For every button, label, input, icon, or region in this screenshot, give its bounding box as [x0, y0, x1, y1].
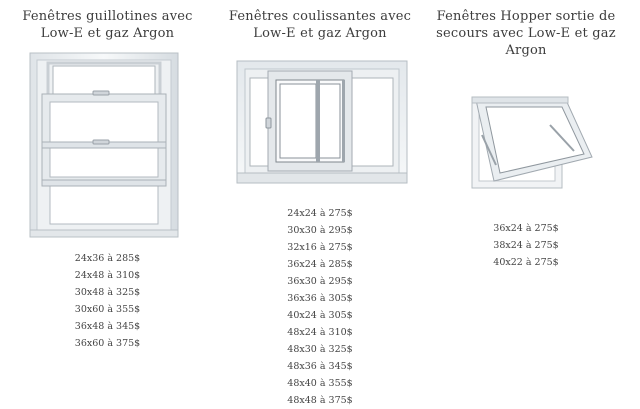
price-item: 36x60 à 375$ [74, 338, 141, 349]
price-item: 24x48 à 310$ [74, 270, 141, 281]
price-item: 48x36 à 345$ [287, 361, 353, 372]
price-item: 36x24 à 285$ [287, 259, 353, 270]
price-item: 30x30 à 295$ [287, 225, 353, 236]
price-item: 38x24 à 275$ [493, 240, 559, 251]
price-item: 48x30 à 325$ [287, 344, 353, 355]
price-item: 48x24 à 310$ [287, 327, 353, 338]
price-item: 48x40 à 355$ [287, 378, 353, 389]
price-item: 36x36 à 305$ [287, 293, 353, 304]
product-column-coulissante: Fenêtres coulissantes avec Low-E et gaz … [222, 0, 418, 406]
price-item: 30x48 à 325$ [74, 287, 141, 298]
price-item: 36x24 à 275$ [493, 223, 559, 234]
single-hung-window-icon [29, 52, 179, 242]
price-list: 24x24 à 275$ 30x30 à 295$ 32x16 à 275$ 3… [222, 205, 418, 409]
product-title: Fenêtres guillotines avec Low-E et gaz A… [22, 9, 193, 41]
product-column-guillotine: Fenêtres guillotines avec Low-E et gaz A… [20, 0, 195, 349]
price-item: 36x48 à 345$ [74, 321, 141, 332]
price-list: 36x24 à 275$ 38x24 à 275$ 40x22 à 275$ [436, 220, 616, 271]
product-title: Fenêtres coulissantes avec Low-E et gaz … [228, 9, 412, 41]
price-item: 24x24 à 275$ [287, 208, 353, 219]
price-item: 24x36 à 285$ [74, 253, 141, 264]
price-item: 30x60 à 355$ [74, 304, 141, 315]
price-item: 32x16 à 275$ [287, 242, 353, 253]
sliding-window-icon [236, 60, 408, 188]
product-title: Fenêtres Hopper sortie de secours avec L… [436, 9, 616, 58]
price-item: 40x22 à 275$ [493, 257, 559, 268]
product-column-hopper: Fenêtres Hopper sortie de secours avec L… [436, 0, 616, 268]
hopper-window-icon [470, 95, 594, 195]
price-item: 36x30 à 295$ [287, 276, 353, 287]
price-item: 48x48 à 375$ [287, 395, 353, 406]
price-list: 24x36 à 285$ 24x48 à 310$ 30x48 à 325$ 3… [20, 250, 195, 352]
price-item: 40x24 à 305$ [287, 310, 353, 321]
